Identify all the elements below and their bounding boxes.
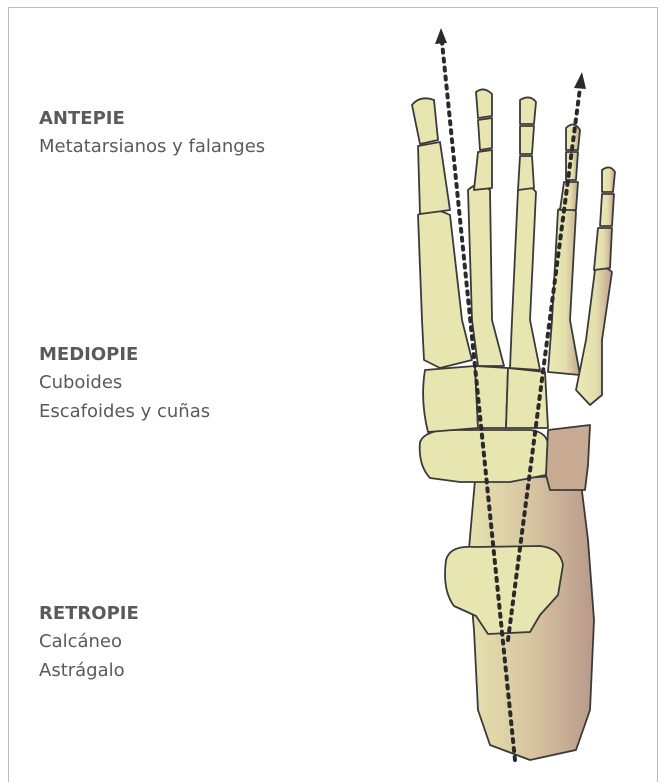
medial-cuneiform-bone: [423, 366, 478, 432]
foot-skeleton-svg: [380, 20, 650, 770]
metatarsal-3-bone: [510, 186, 540, 370]
medial-axis-arrowhead: [435, 28, 447, 44]
cuboid-bone: [546, 425, 590, 490]
phalanx-3-middle-bone: [520, 126, 534, 154]
region-desc-retropie-1: Calcáneo: [39, 627, 139, 656]
region-label-mediopie: MEDIOPIE Cuboides Escafoides y cuñas: [39, 342, 210, 426]
phalanx-1-distal-bone: [412, 98, 438, 144]
region-label-antepie: ANTEPIE Metatarsianos y falanges: [39, 106, 265, 161]
foot-skeleton-illustration: [380, 20, 650, 770]
region-title-antepie: ANTEPIE: [39, 106, 265, 132]
phalanx-2-distal-bone: [476, 89, 492, 118]
region-label-retropie: RETROPIE Calcáneo Astrágalo: [39, 601, 139, 685]
phalanx-5-proximal-bone: [594, 228, 612, 270]
phalanx-3-proximal-bone: [518, 156, 534, 190]
phalanx-5-distal-bone: [602, 167, 615, 192]
region-title-retropie: RETROPIE: [39, 601, 139, 627]
phalanx-5-middle-bone: [600, 194, 614, 226]
metatarsal-1-bone: [418, 210, 472, 368]
region-desc-mediopie-2: Escafoides y cuñas: [39, 397, 210, 426]
region-desc-antepie: Metatarsianos y falanges: [39, 132, 265, 161]
lateral-axis-arrowhead: [574, 72, 586, 89]
region-desc-retropie-2: Astrágalo: [39, 656, 139, 685]
phalanx-2-middle-bone: [478, 118, 492, 150]
phalanx-3-distal-bone: [520, 97, 536, 124]
phalanx-1-proximal-bone: [418, 142, 450, 214]
phalanx-4-proximal-bone: [560, 182, 578, 210]
metatarsal-5-bone: [576, 267, 612, 405]
phalanx-2-proximal-bone: [474, 150, 492, 190]
region-title-mediopie: MEDIOPIE: [39, 342, 210, 368]
region-desc-mediopie-1: Cuboides: [39, 368, 210, 397]
